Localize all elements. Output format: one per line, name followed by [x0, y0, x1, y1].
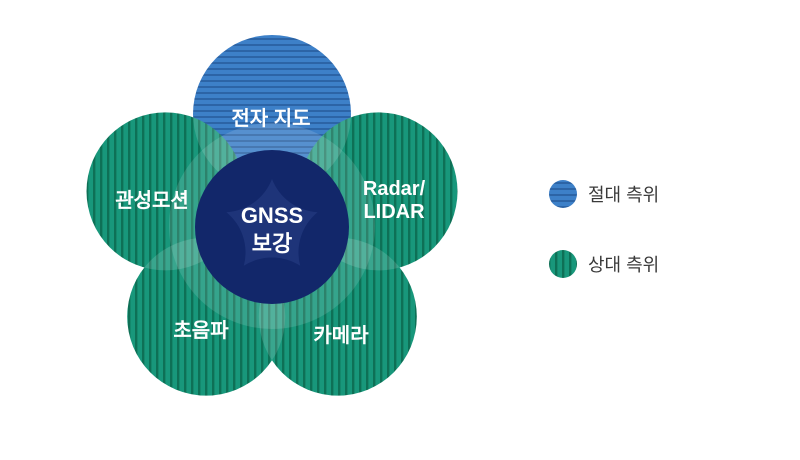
center-star-highlight: [226, 179, 318, 266]
legend: 절대 측위 상대 측위: [549, 180, 659, 278]
petal-label-ultrasonic: 초음파: [173, 319, 229, 342]
petal-overlap-highlights: [127, 112, 417, 396]
petal-label-lidar-line2: LIDAR: [363, 201, 425, 223]
legend-label-absolute: 절대 측위: [588, 185, 659, 205]
legend-item-absolute: 절대 측위: [549, 180, 659, 208]
center-label-gnss: GNSS: [241, 203, 303, 228]
legend-swatch-absolute-icon: [549, 180, 577, 208]
petal-label-inertial-motion: 관성모션: [115, 189, 189, 212]
petal-label-electronic-map: 전자 지도: [231, 107, 310, 130]
legend-swatch-relative-icon: [549, 250, 577, 278]
center-label-augmentation: 보강: [252, 231, 292, 256]
overlap-top-upper-left: [193, 112, 245, 193]
petal-label-radar-line1: Radar/: [363, 178, 426, 200]
petal-label-camera: 카메라: [313, 324, 369, 347]
overlap-top-upper-right: [299, 112, 351, 193]
legend-item-relative: 상대 측위: [549, 250, 659, 278]
center-circle-group: GNSS 보강: [195, 150, 349, 304]
legend-label-relative: 상대 측위: [588, 255, 659, 275]
